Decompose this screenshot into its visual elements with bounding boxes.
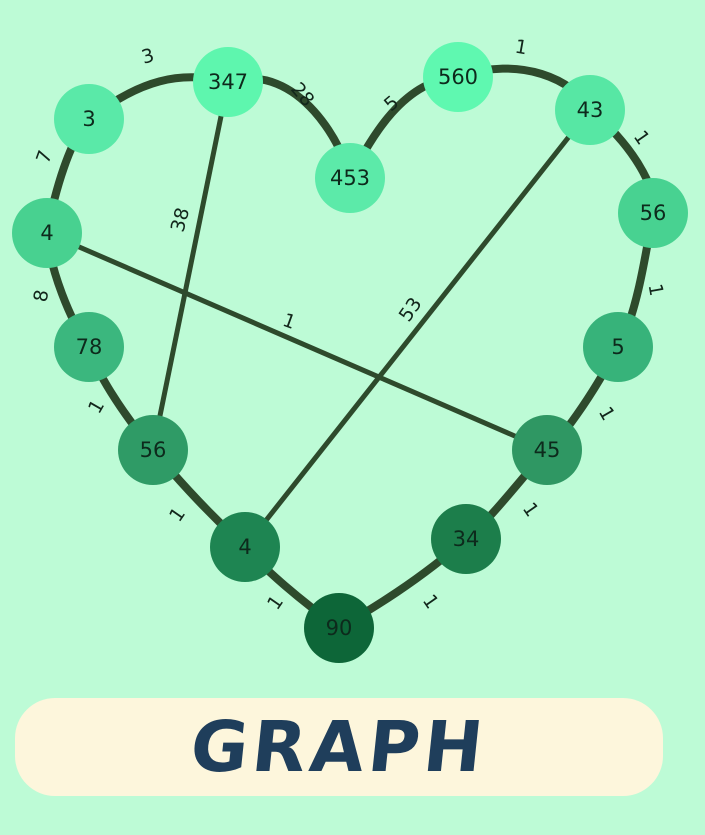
node-n_90: 90 (304, 593, 374, 663)
node-label: 78 (76, 335, 103, 359)
node-n_56a: 56 (118, 415, 188, 485)
node-label: 45 (534, 438, 561, 462)
edge-label-e10: 1 (263, 591, 288, 614)
edge-label-e7: 1 (594, 403, 619, 424)
title-banner: GRAPH (15, 698, 663, 796)
node-label: 5 (611, 335, 624, 359)
edge-e16 (46, 230, 548, 453)
edge-label-e12: 1 (84, 396, 109, 417)
node-circle (431, 504, 501, 574)
edge-label-e14: 7 (32, 147, 57, 166)
node-circle (118, 415, 188, 485)
node-n_5: 5 (583, 312, 653, 382)
edge-label-e9: 1 (418, 590, 443, 613)
node-circle (315, 143, 385, 213)
node-circle (210, 512, 280, 582)
graph-title: GRAPH (186, 706, 492, 788)
node-n_453: 453 (315, 143, 385, 213)
node-n_78: 78 (54, 312, 124, 382)
edge-label-e16: 1 (280, 309, 299, 334)
edge-label-e13: 8 (30, 288, 54, 304)
node-n_347: 347 (193, 47, 263, 117)
node-n_4b: 4 (210, 512, 280, 582)
node-circle (193, 47, 263, 117)
node-label: 56 (140, 438, 167, 462)
node-label: 90 (326, 616, 353, 640)
node-circle (12, 198, 82, 268)
node-circle (54, 312, 124, 382)
node-label: 453 (330, 166, 370, 190)
edge-label-e6: 1 (644, 282, 668, 298)
node-label: 347 (208, 70, 248, 94)
node-label: 56 (640, 201, 667, 225)
node-circle (512, 415, 582, 485)
edge-label-e8: 1 (518, 498, 543, 521)
node-n_43: 43 (555, 75, 625, 145)
edge-label-e15: 38 (167, 205, 195, 234)
edge-label-e5: 1 (629, 126, 654, 149)
node-label: 3 (82, 107, 95, 131)
node-n_3: 3 (54, 84, 124, 154)
node-label: 560 (438, 65, 478, 89)
node-circle (583, 312, 653, 382)
node-n_34: 34 (431, 504, 501, 574)
node-label: 4 (40, 221, 53, 245)
node-n_45: 45 (512, 415, 582, 485)
edge-e17 (243, 108, 592, 549)
edge-label-e4: 1 (513, 36, 529, 60)
node-circle (423, 42, 493, 112)
edge-label-e11: 1 (165, 503, 190, 526)
node-n_56b: 56 (618, 178, 688, 248)
node-label: 43 (577, 98, 604, 122)
node-n_4a: 4 (12, 198, 82, 268)
node-n_560: 560 (423, 42, 493, 112)
node-circle (54, 84, 124, 154)
edge-e15 (150, 81, 231, 451)
node-circle (618, 178, 688, 248)
node-circle (555, 75, 625, 145)
node-circle (304, 593, 374, 663)
edge-label-e1: 3 (139, 44, 156, 68)
node-label: 34 (453, 527, 480, 551)
node-label: 4 (238, 535, 251, 559)
